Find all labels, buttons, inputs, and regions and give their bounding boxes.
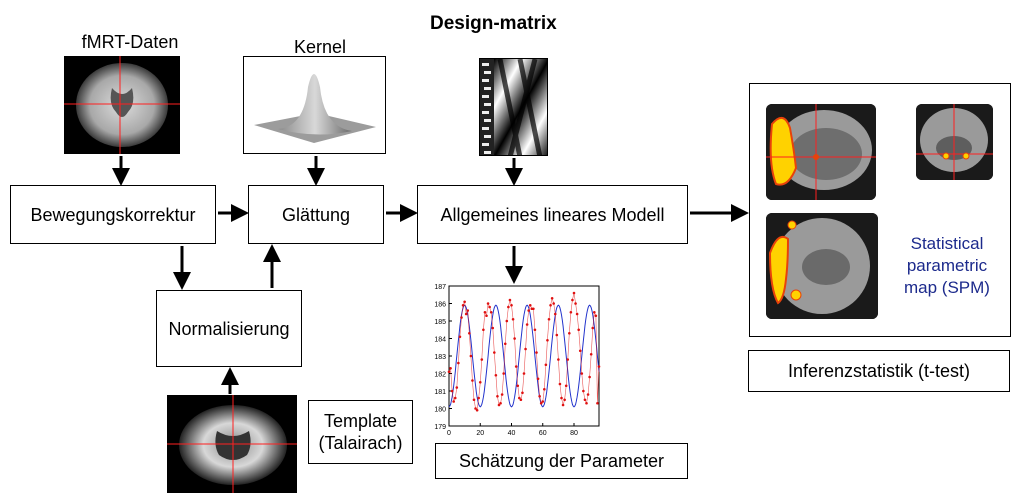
- spm-label: Statistical parametric map (SPM): [904, 234, 990, 297]
- template-box: Template (Talairach): [308, 400, 413, 464]
- spm-coronal-image: [916, 104, 993, 180]
- kernel-label: Kernel: [293, 37, 347, 57]
- normalisierung-box: Normalisierung: [156, 290, 302, 367]
- fmrt-brain-graphic: [64, 56, 180, 154]
- schaetzung-box: Schätzung der Parameter: [435, 443, 688, 479]
- modell-box: Allgemeines lineares Modell: [417, 185, 688, 244]
- design-matrix-graphic: [480, 59, 547, 155]
- fmrt-brain-image: [64, 56, 180, 154]
- spm-coronal-graphic: [916, 104, 993, 180]
- template-brain-image: [167, 395, 297, 493]
- diagram-title: Design-matrix: [430, 13, 557, 34]
- bewegungskorrektur-label: Bewegungskorrektur: [30, 204, 196, 225]
- kernel-image: [243, 56, 386, 154]
- modell-label: Allgemeines lineares Modell: [440, 204, 665, 225]
- normalisierung-label: Normalisierung: [168, 318, 290, 339]
- template-label: Template (Talairach): [318, 411, 403, 453]
- spm-axial-image: [766, 213, 878, 319]
- fmrt-label: fMRT-Daten: [81, 32, 179, 52]
- kernel-graphic: [254, 74, 376, 143]
- inferenz-label: Inferenzstatistik (t-test): [787, 361, 971, 381]
- spm-sagittal-image: [766, 104, 876, 200]
- schaetzung-label: Schätzung der Parameter: [458, 451, 665, 471]
- bewegungskorrektur-box: Bewegungskorrektur: [10, 185, 216, 244]
- inferenz-box: Inferenzstatistik (t-test): [748, 350, 1010, 392]
- glaettung-box: Glättung: [248, 185, 384, 244]
- spm-sagittal-graphic: [766, 104, 876, 200]
- glaettung-label: Glättung: [281, 204, 351, 225]
- spm-axial-graphic: [766, 213, 878, 319]
- design-matrix-image: [479, 58, 548, 156]
- template-brain-graphic: [167, 395, 297, 493]
